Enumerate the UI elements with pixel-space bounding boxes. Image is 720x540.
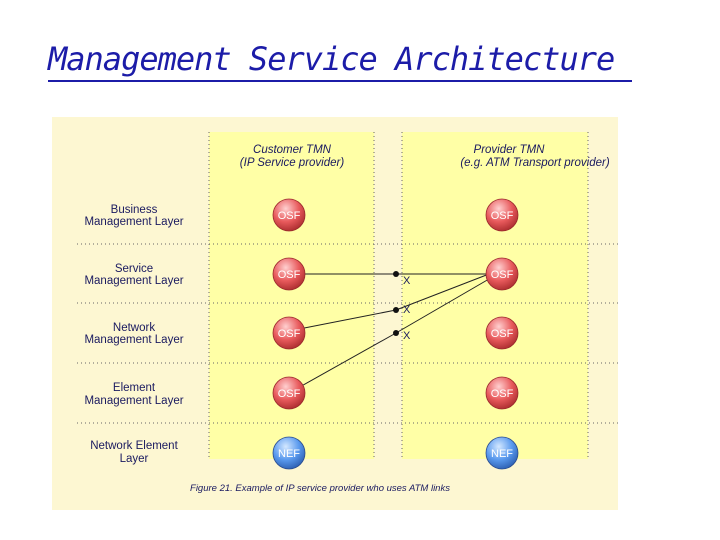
provider-element-osf-node bbox=[485, 376, 519, 410]
layer-label-network-element: Layer bbox=[120, 453, 149, 465]
customer-nef-label: NEF bbox=[278, 448, 300, 460]
customer-network-osf-node bbox=[272, 316, 306, 350]
layer-label-business: Management Layer bbox=[84, 216, 183, 228]
layer-label-element: Management Layer bbox=[84, 395, 183, 407]
provider-element-osf-label: OSF bbox=[491, 388, 514, 400]
reference-point-dot bbox=[393, 307, 399, 313]
customer-network-to-x-link bbox=[288, 309, 397, 332]
layer-label-service: Service bbox=[115, 263, 153, 275]
layer-label-element: Element bbox=[113, 382, 156, 394]
provider-service-osf-label: OSF bbox=[491, 269, 514, 281]
layer-label-network-element: Network Element bbox=[90, 440, 178, 452]
layer-label-business: Business bbox=[111, 204, 158, 216]
reference-point-x: X bbox=[403, 275, 411, 287]
customer-service-osf-node bbox=[272, 257, 306, 291]
title-underline bbox=[48, 80, 632, 82]
provider-column bbox=[402, 132, 588, 459]
figure-caption: Figure 21. Example of IP service provide… bbox=[190, 483, 450, 494]
provider-nef-node bbox=[485, 436, 519, 470]
customer-business-osf-label: OSF bbox=[278, 210, 301, 222]
x-to-provider-service-link bbox=[395, 273, 490, 311]
customer-column-subtitle: (IP Service provider) bbox=[240, 157, 345, 169]
provider-column-title: Provider TMN bbox=[474, 144, 546, 156]
customer-nef-node bbox=[272, 436, 306, 470]
customer-element-osf-label: OSF bbox=[278, 388, 301, 400]
provider-business-osf-label: OSF bbox=[491, 210, 514, 222]
provider-nef-label: NEF bbox=[491, 448, 513, 460]
reference-point-x: X bbox=[403, 330, 411, 342]
customer-column-title: Customer TMN bbox=[253, 144, 332, 156]
provider-network-osf-node bbox=[485, 316, 519, 350]
customer-column bbox=[209, 132, 374, 459]
provider-service-osf-node bbox=[485, 257, 519, 291]
layer-label-network: Management Layer bbox=[84, 334, 183, 346]
customer-network-osf-label: OSF bbox=[278, 328, 301, 340]
customer-business-osf-node bbox=[272, 198, 306, 232]
provider-column-subtitle: (e.g. ATM Transport provider) bbox=[460, 157, 609, 169]
page-title: Management Service Architecture bbox=[48, 40, 615, 78]
customer-element-to-x-link bbox=[288, 332, 397, 394]
tmn-architecture-diagram: Customer TMN (IP Service provider) Provi… bbox=[52, 117, 618, 510]
customer-element-osf-node bbox=[272, 376, 306, 410]
customer-service-osf-label: OSF bbox=[278, 269, 301, 281]
reference-point-x: X bbox=[403, 304, 411, 316]
reference-point-dot bbox=[393, 271, 399, 277]
layer-label-service: Management Layer bbox=[84, 275, 183, 287]
x-to-provider-service-link bbox=[395, 278, 490, 334]
provider-business-osf-node bbox=[485, 198, 519, 232]
reference-point-dot bbox=[393, 330, 399, 336]
provider-network-osf-label: OSF bbox=[491, 328, 514, 340]
layer-label-network: Network bbox=[113, 322, 155, 334]
